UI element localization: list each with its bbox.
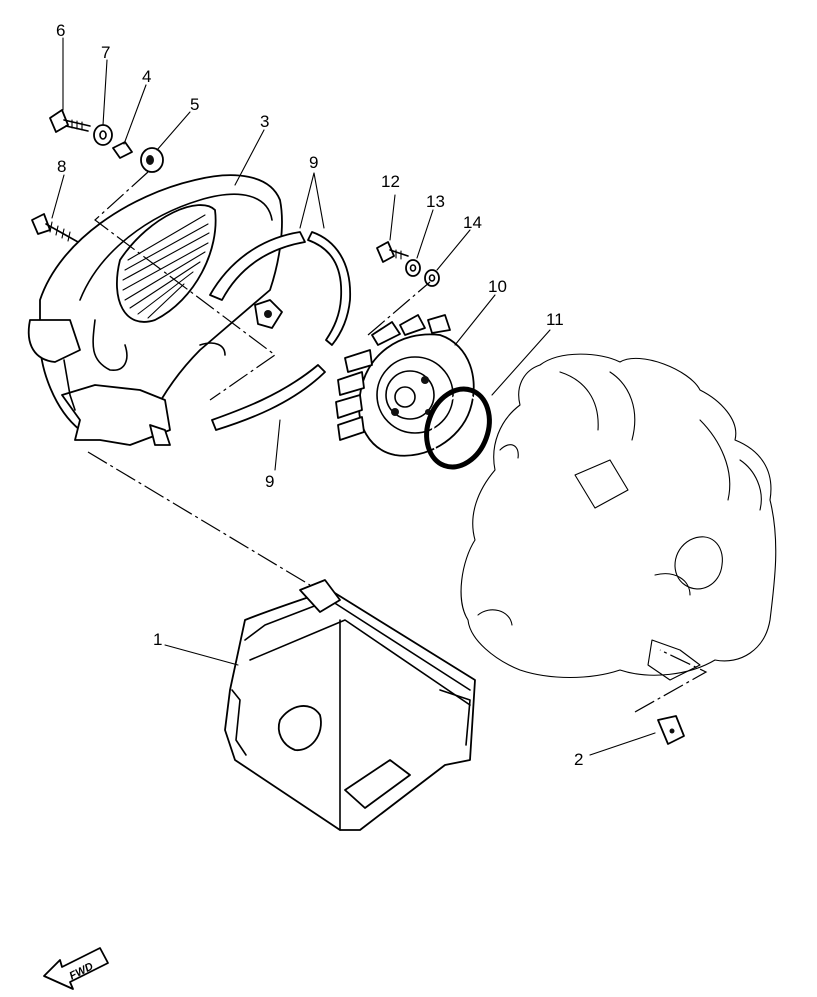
callout-9-lower: 9 (265, 472, 274, 491)
collar-4 (112, 141, 133, 159)
callout-2: 2 (574, 750, 583, 769)
callout-1: 1 (153, 630, 162, 649)
callout-14: 14 (463, 213, 482, 232)
callout-11: 11 (546, 310, 564, 329)
callout-12: 12 (381, 172, 400, 191)
washer-7 (93, 124, 113, 146)
washer-14 (424, 269, 440, 287)
shroud-assembly (27, 174, 283, 446)
callout-3: 3 (260, 112, 269, 131)
callout-13: 13 (426, 192, 445, 211)
shroud-grille-slats (122, 214, 210, 319)
fwd-arrow-icon: FWD (43, 947, 109, 990)
callout-5: 5 (190, 95, 199, 114)
engine-crankcase (460, 353, 777, 681)
callout-4: 4 (142, 67, 151, 86)
callout-7: 7 (101, 43, 110, 62)
cooling-fan (335, 314, 475, 457)
assembly-lines (87, 171, 708, 713)
callout-labels: 6 7 4 5 3 8 9 9 12 13 14 10 11 1 2 (56, 21, 583, 769)
hose-upper (209, 231, 351, 346)
cylinder-cover (224, 579, 476, 831)
screw-8 (31, 213, 79, 243)
bolt-6 (49, 109, 91, 133)
callout-8: 8 (57, 157, 66, 176)
callout-6: 6 (56, 21, 65, 40)
callout-10: 10 (488, 277, 507, 296)
bolt-12 (376, 241, 409, 263)
bracket-2 (657, 715, 685, 745)
damper-5 (140, 147, 164, 173)
washer-13 (405, 259, 421, 277)
leader-lines (51, 37, 656, 756)
o-ring (424, 386, 492, 470)
callout-9-upper: 9 (309, 153, 318, 172)
hose-lower (211, 364, 326, 431)
fan-fins (335, 314, 451, 441)
